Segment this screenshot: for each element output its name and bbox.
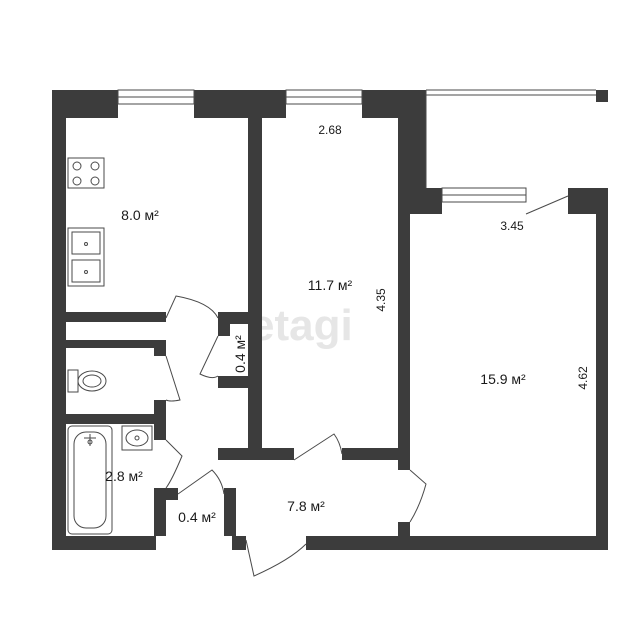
watermark: etagi (250, 301, 353, 350)
windows (117, 89, 596, 203)
bathroom-door (165, 439, 183, 489)
fixtures (67, 157, 153, 535)
closet-1-area-label: 0.4 м² (232, 335, 248, 373)
walls (52, 90, 608, 550)
sink-icon (67, 227, 105, 287)
living-room-area-label: 15.9 м² (480, 371, 526, 387)
bedroom-area-label: 11.7 м² (308, 277, 353, 293)
living-room-depth-label: 4.62 (576, 366, 590, 390)
living-room-width-label: 3.45 (500, 219, 524, 233)
bedroom-door (293, 433, 343, 461)
closet-1-door (199, 335, 219, 379)
kitchen-door (165, 295, 219, 319)
closet-2-area-label: 0.4 м² (178, 509, 216, 525)
bedroom-width-label: 2.68 (318, 123, 342, 137)
closet-2-door (177, 469, 225, 495)
toilet-door (165, 355, 181, 402)
entrance-door (245, 539, 307, 577)
doors (165, 195, 569, 577)
bedroom-window (285, 89, 363, 105)
kitchen-window (117, 89, 195, 105)
bathtub-icon (67, 425, 113, 535)
balcony-glazing (425, 89, 596, 188)
living-room-door (409, 469, 427, 523)
bathroom-area-label: 2.8 м² (105, 468, 143, 484)
living-room-window (441, 187, 527, 203)
kitchen-area-label: 8.0 м² (121, 207, 159, 223)
hallway-area-label: 7.8 м² (287, 498, 325, 514)
toilet-icon (67, 369, 107, 393)
balcony-door (525, 195, 569, 215)
stove-icon (67, 157, 105, 189)
washbasin-icon (121, 425, 153, 451)
bedroom-depth-label: 4.35 (374, 288, 388, 312)
